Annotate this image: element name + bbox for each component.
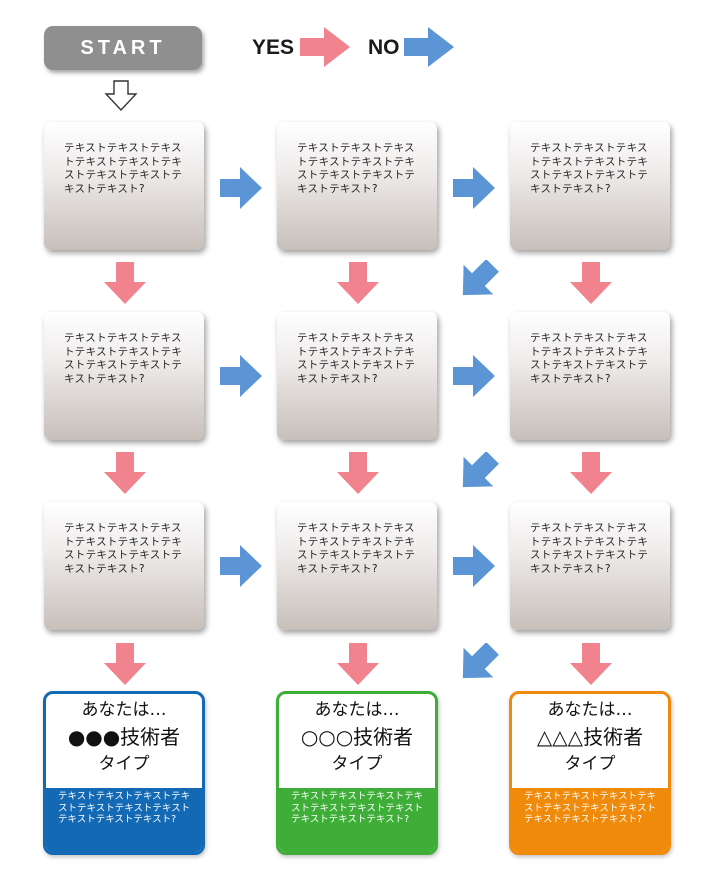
result-title: ○○○技術者 — [300, 725, 414, 749]
result-card-orange: あなたは… △△△技術者 タイプ テキストテキストテキストテキストテキストテキス… — [509, 691, 671, 855]
yes-arrow-down-icon — [104, 643, 146, 685]
no-arrow-diagonal-icon — [462, 452, 499, 488]
result-suffix: タイプ — [98, 754, 150, 774]
result-card-green: あなたは… ○○○技術者 タイプ テキストテキストテキストテキストテキストテキス… — [276, 691, 438, 855]
no-arrow-right-icon — [220, 545, 262, 587]
result-suffix: タイプ — [331, 754, 383, 774]
result-card-blue: あなたは… ●●●技術者 タイプ テキストテキストテキストテキストテキストテキス… — [43, 691, 205, 855]
no-arrow-right-icon — [453, 167, 495, 209]
question-box: テキストテキストテキストテキストテキストテキストテキストテキストテキストテキスト… — [44, 312, 204, 440]
legend-no-arrow-icon — [404, 27, 454, 67]
yes-arrow-down-icon — [337, 262, 379, 304]
question-box: テキストテキストテキストテキストテキストテキストテキストテキストテキストテキスト… — [277, 312, 437, 440]
question-box: テキストテキストテキストテキストテキストテキストテキストテキストテキストテキスト… — [510, 312, 670, 440]
yes-arrow-down-icon — [570, 262, 612, 304]
result-title: △△△技術者 — [536, 725, 644, 749]
start-down-arrow-icon — [104, 80, 138, 112]
no-arrow-right-icon — [453, 355, 495, 397]
question-box: テキストテキストテキストテキストテキストテキストテキストテキストテキストテキスト… — [277, 122, 437, 250]
question-text: テキストテキストテキストテキストテキストテキストテキストテキストテキストテキスト… — [64, 142, 183, 195]
no-arrow-right-icon — [220, 167, 262, 209]
question-box: テキストテキストテキストテキストテキストテキストテキストテキストテキストテキスト… — [277, 502, 437, 630]
question-text: テキストテキストテキストテキストテキストテキストテキストテキストテキストテキスト… — [297, 332, 416, 385]
result-description: テキストテキストテキストテキストテキストテキストテキストテキストテキストテキスト… — [512, 788, 668, 852]
yes-arrow-down-icon — [337, 452, 379, 494]
question-text: テキストテキストテキストテキストテキストテキストテキストテキストテキストテキスト… — [297, 522, 416, 575]
question-text: テキストテキストテキストテキストテキストテキストテキストテキストテキストテキスト… — [297, 142, 416, 195]
question-text: テキストテキストテキストテキストテキストテキストテキストテキストテキストテキスト… — [64, 522, 183, 575]
yes-arrow-down-icon — [104, 452, 146, 494]
yes-arrow-down-icon — [104, 262, 146, 304]
result-intro: あなたは… — [314, 700, 400, 720]
result-description: テキストテキストテキストテキストテキストテキストテキストテキストテキストテキスト… — [279, 788, 435, 852]
no-arrow-diagonal-icon — [462, 643, 499, 679]
legend-no-label: NO — [368, 36, 400, 59]
start-label: START — [44, 26, 202, 70]
no-arrow-right-icon — [453, 545, 495, 587]
result-intro: あなたは… — [547, 700, 633, 720]
no-arrow-diagonal-icon — [462, 260, 499, 296]
question-box: テキストテキストテキストテキストテキストテキストテキストテキストテキストテキスト… — [44, 122, 204, 250]
yes-arrow-down-icon — [337, 643, 379, 685]
question-text: テキストテキストテキストテキストテキストテキストテキストテキストテキストテキスト… — [530, 142, 649, 195]
result-intro: あなたは… — [81, 700, 167, 720]
question-box: テキストテキストテキストテキストテキストテキストテキストテキストテキストテキスト… — [44, 502, 204, 630]
yes-arrow-down-icon — [570, 643, 612, 685]
question-text: テキストテキストテキストテキストテキストテキストテキストテキストテキストテキスト… — [530, 332, 649, 385]
question-box: テキストテキストテキストテキストテキストテキストテキストテキストテキストテキスト… — [510, 502, 670, 630]
legend-yes-arrow-icon — [300, 27, 350, 67]
question-box: テキストテキストテキストテキストテキストテキストテキストテキストテキストテキスト… — [510, 122, 670, 250]
legend-yes-label: YES — [252, 36, 295, 59]
no-arrow-right-icon — [220, 355, 262, 397]
yes-arrow-down-icon — [570, 452, 612, 494]
question-text: テキストテキストテキストテキストテキストテキストテキストテキストテキストテキスト… — [530, 522, 649, 575]
question-text: テキストテキストテキストテキストテキストテキストテキストテキストテキストテキスト… — [64, 332, 183, 385]
result-suffix: タイプ — [564, 754, 616, 774]
result-description: テキストテキストテキストテキストテキストテキストテキストテキストテキストテキスト… — [46, 788, 202, 852]
result-title: ●●●技術者 — [67, 725, 181, 749]
